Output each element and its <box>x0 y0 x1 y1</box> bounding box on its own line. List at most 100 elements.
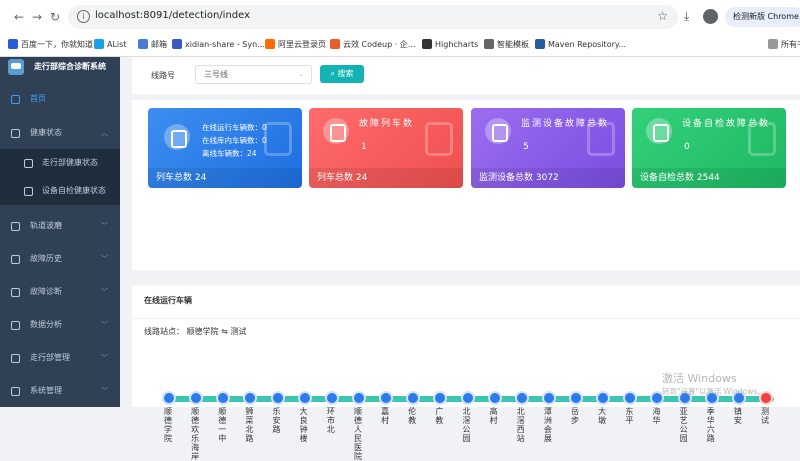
sidebar-item[interactable]: 首页 <box>0 83 120 115</box>
station-marker[interactable] <box>216 391 231 405</box>
sidebar-item[interactable]: 健康状态︿ <box>0 117 120 149</box>
station-name: 亚艺公园 <box>679 407 688 443</box>
bookmark-item[interactable]: Maven Repository... <box>535 38 626 52</box>
station-name: 大墩 <box>598 407 607 425</box>
search-button-label: 搜索 <box>337 69 354 78</box>
update-chrome-button[interactable]: 检测新版 Chrome 可用 <box>725 7 800 27</box>
route-label: 线路站点： 顺德学院 ⇋ 测试 <box>144 326 246 337</box>
reload-icon[interactable]: ↻ <box>49 10 61 24</box>
bookmark-item[interactable]: 智能模板 <box>484 38 529 52</box>
bookmark-favicon-icon <box>330 39 340 49</box>
card-title: 设备自检故障总数 <box>682 119 771 129</box>
bookmark-item[interactable]: xidian-share - Syn... <box>172 38 265 52</box>
station-marker[interactable] <box>759 391 773 405</box>
sidebar-item[interactable]: 走行部健康状态 <box>0 149 120 177</box>
sidebar-item[interactable]: 轨道波磨﹀ <box>0 210 120 242</box>
sidebar: 走行部综合诊断系统 首页健康状态︿走行部健康状态设备自检健康状态轨道波磨﹀故障历… <box>0 57 120 407</box>
sidebar-item[interactable]: 故障历史﹀ <box>0 243 120 275</box>
site-info-icon[interactable]: i <box>77 10 90 23</box>
train-logo-icon <box>8 59 24 75</box>
station-name: 狮菜北路 <box>245 407 254 443</box>
line-select-value: 三号线 <box>204 70 228 79</box>
profile-avatar[interactable] <box>703 9 718 24</box>
station-marker[interactable] <box>623 391 638 405</box>
bookmark-favicon-icon <box>768 39 778 49</box>
forward-icon[interactable]: → <box>31 10 43 24</box>
station-name: 大良钟楼 <box>299 407 308 443</box>
stat-card[interactable]: 设备自检故障总数 0 设备自检总数 2544 <box>632 108 786 188</box>
sidebar-item[interactable]: 系统管理﹀ <box>0 375 120 407</box>
sidebar-item[interactable]: 设备自检健康状态 <box>0 177 120 205</box>
station-marker[interactable] <box>596 391 611 405</box>
monitor-icon <box>485 118 511 144</box>
station-marker[interactable] <box>351 391 366 405</box>
route-to: 测试 <box>230 327 247 336</box>
station-marker[interactable] <box>379 391 394 405</box>
station-marker[interactable] <box>406 391 421 405</box>
search-button[interactable]: ⌕ 搜索 <box>320 65 364 83</box>
bookmark-item[interactable]: AList <box>94 38 126 52</box>
bookmark-item[interactable]: 阿里云登录页 <box>265 38 326 52</box>
bookmark-item[interactable]: 邮箱 <box>138 38 167 52</box>
card-stat-row: 离线车辆数：24 <box>202 149 257 158</box>
station-name: 北滘西站 <box>516 407 525 443</box>
bookmark-item[interactable]: 云效 Codeup · 企... <box>330 38 415 52</box>
station-marker[interactable] <box>460 391 475 405</box>
station-marker[interactable] <box>514 391 529 405</box>
train-icon <box>164 124 190 150</box>
card-value: 0 <box>684 142 690 152</box>
bookmark-label: 邮箱 <box>151 40 167 49</box>
station-marker[interactable] <box>162 391 176 405</box>
bookmark-item[interactable]: Highcharts <box>422 38 478 52</box>
sidebar-item-label: 故障历史 <box>30 254 62 263</box>
station-marker[interactable] <box>487 391 502 405</box>
station-marker[interactable] <box>731 391 746 405</box>
menu-icon <box>11 288 20 297</box>
menu-icon <box>11 129 20 138</box>
card-footer: 监测设备总数 3072 <box>471 168 625 188</box>
windows-watermark-sub: 转到"设置"以激活 Windows。 <box>662 387 765 396</box>
app-logo: 走行部综合诊断系统 <box>0 57 120 77</box>
sidebar-item[interactable]: 走行部管理﹀ <box>0 342 120 374</box>
station-marker[interactable] <box>324 391 339 405</box>
station-marker[interactable] <box>650 391 665 405</box>
sidebar-item[interactable]: 故障诊断﹀ <box>0 276 120 308</box>
address-bar[interactable]: i localhost:8091/detection/index ☆ <box>68 5 678 29</box>
search-bar: 线路号 三号线 ⌄ ⌕ 搜索 <box>132 57 800 94</box>
station-marker[interactable] <box>677 391 692 405</box>
sidebar-item[interactable]: 数据分析﹀ <box>0 309 120 341</box>
back-icon[interactable]: ← <box>13 10 25 24</box>
station-marker[interactable] <box>433 391 448 405</box>
station-marker[interactable] <box>297 391 312 405</box>
line-select[interactable]: 三号线 ⌄ <box>195 65 312 84</box>
sidebar-item-label: 轨道波磨 <box>30 221 62 230</box>
station-marker[interactable] <box>704 391 719 405</box>
card-decoration-icon <box>748 122 776 156</box>
download-icon[interactable]: ⤓ <box>684 9 690 23</box>
station-name: 北滘公园 <box>462 407 471 443</box>
station-marker[interactable] <box>541 391 556 405</box>
bookmark-label: 百度一下，你就知道 <box>21 40 93 49</box>
station-marker[interactable] <box>243 391 258 405</box>
station-name: 广教 <box>435 407 444 425</box>
url-text[interactable]: localhost:8091/detection/index <box>95 10 251 21</box>
bookmark-item[interactable]: 百度一下，你就知道 <box>8 38 93 52</box>
bookmark-item[interactable]: 所有书 <box>768 38 800 52</box>
menu-icon <box>11 321 20 330</box>
station-marker[interactable] <box>189 391 204 405</box>
bookmark-label: 智能模板 <box>497 40 529 49</box>
station-name: 高村 <box>489 407 498 425</box>
bookmark-favicon-icon <box>535 39 545 49</box>
bookmark-star-icon[interactable]: ☆ <box>657 9 668 23</box>
station-marker[interactable] <box>569 391 584 405</box>
bookmark-favicon-icon <box>138 39 148 49</box>
card-stat-row: 在线库内车辆数：0 <box>202 136 267 145</box>
bookmark-favicon-icon <box>8 39 18 49</box>
bookmark-label: AList <box>107 40 127 49</box>
card-footer: 设备自检总数 2544 <box>632 168 786 188</box>
station-marker[interactable] <box>270 391 285 405</box>
